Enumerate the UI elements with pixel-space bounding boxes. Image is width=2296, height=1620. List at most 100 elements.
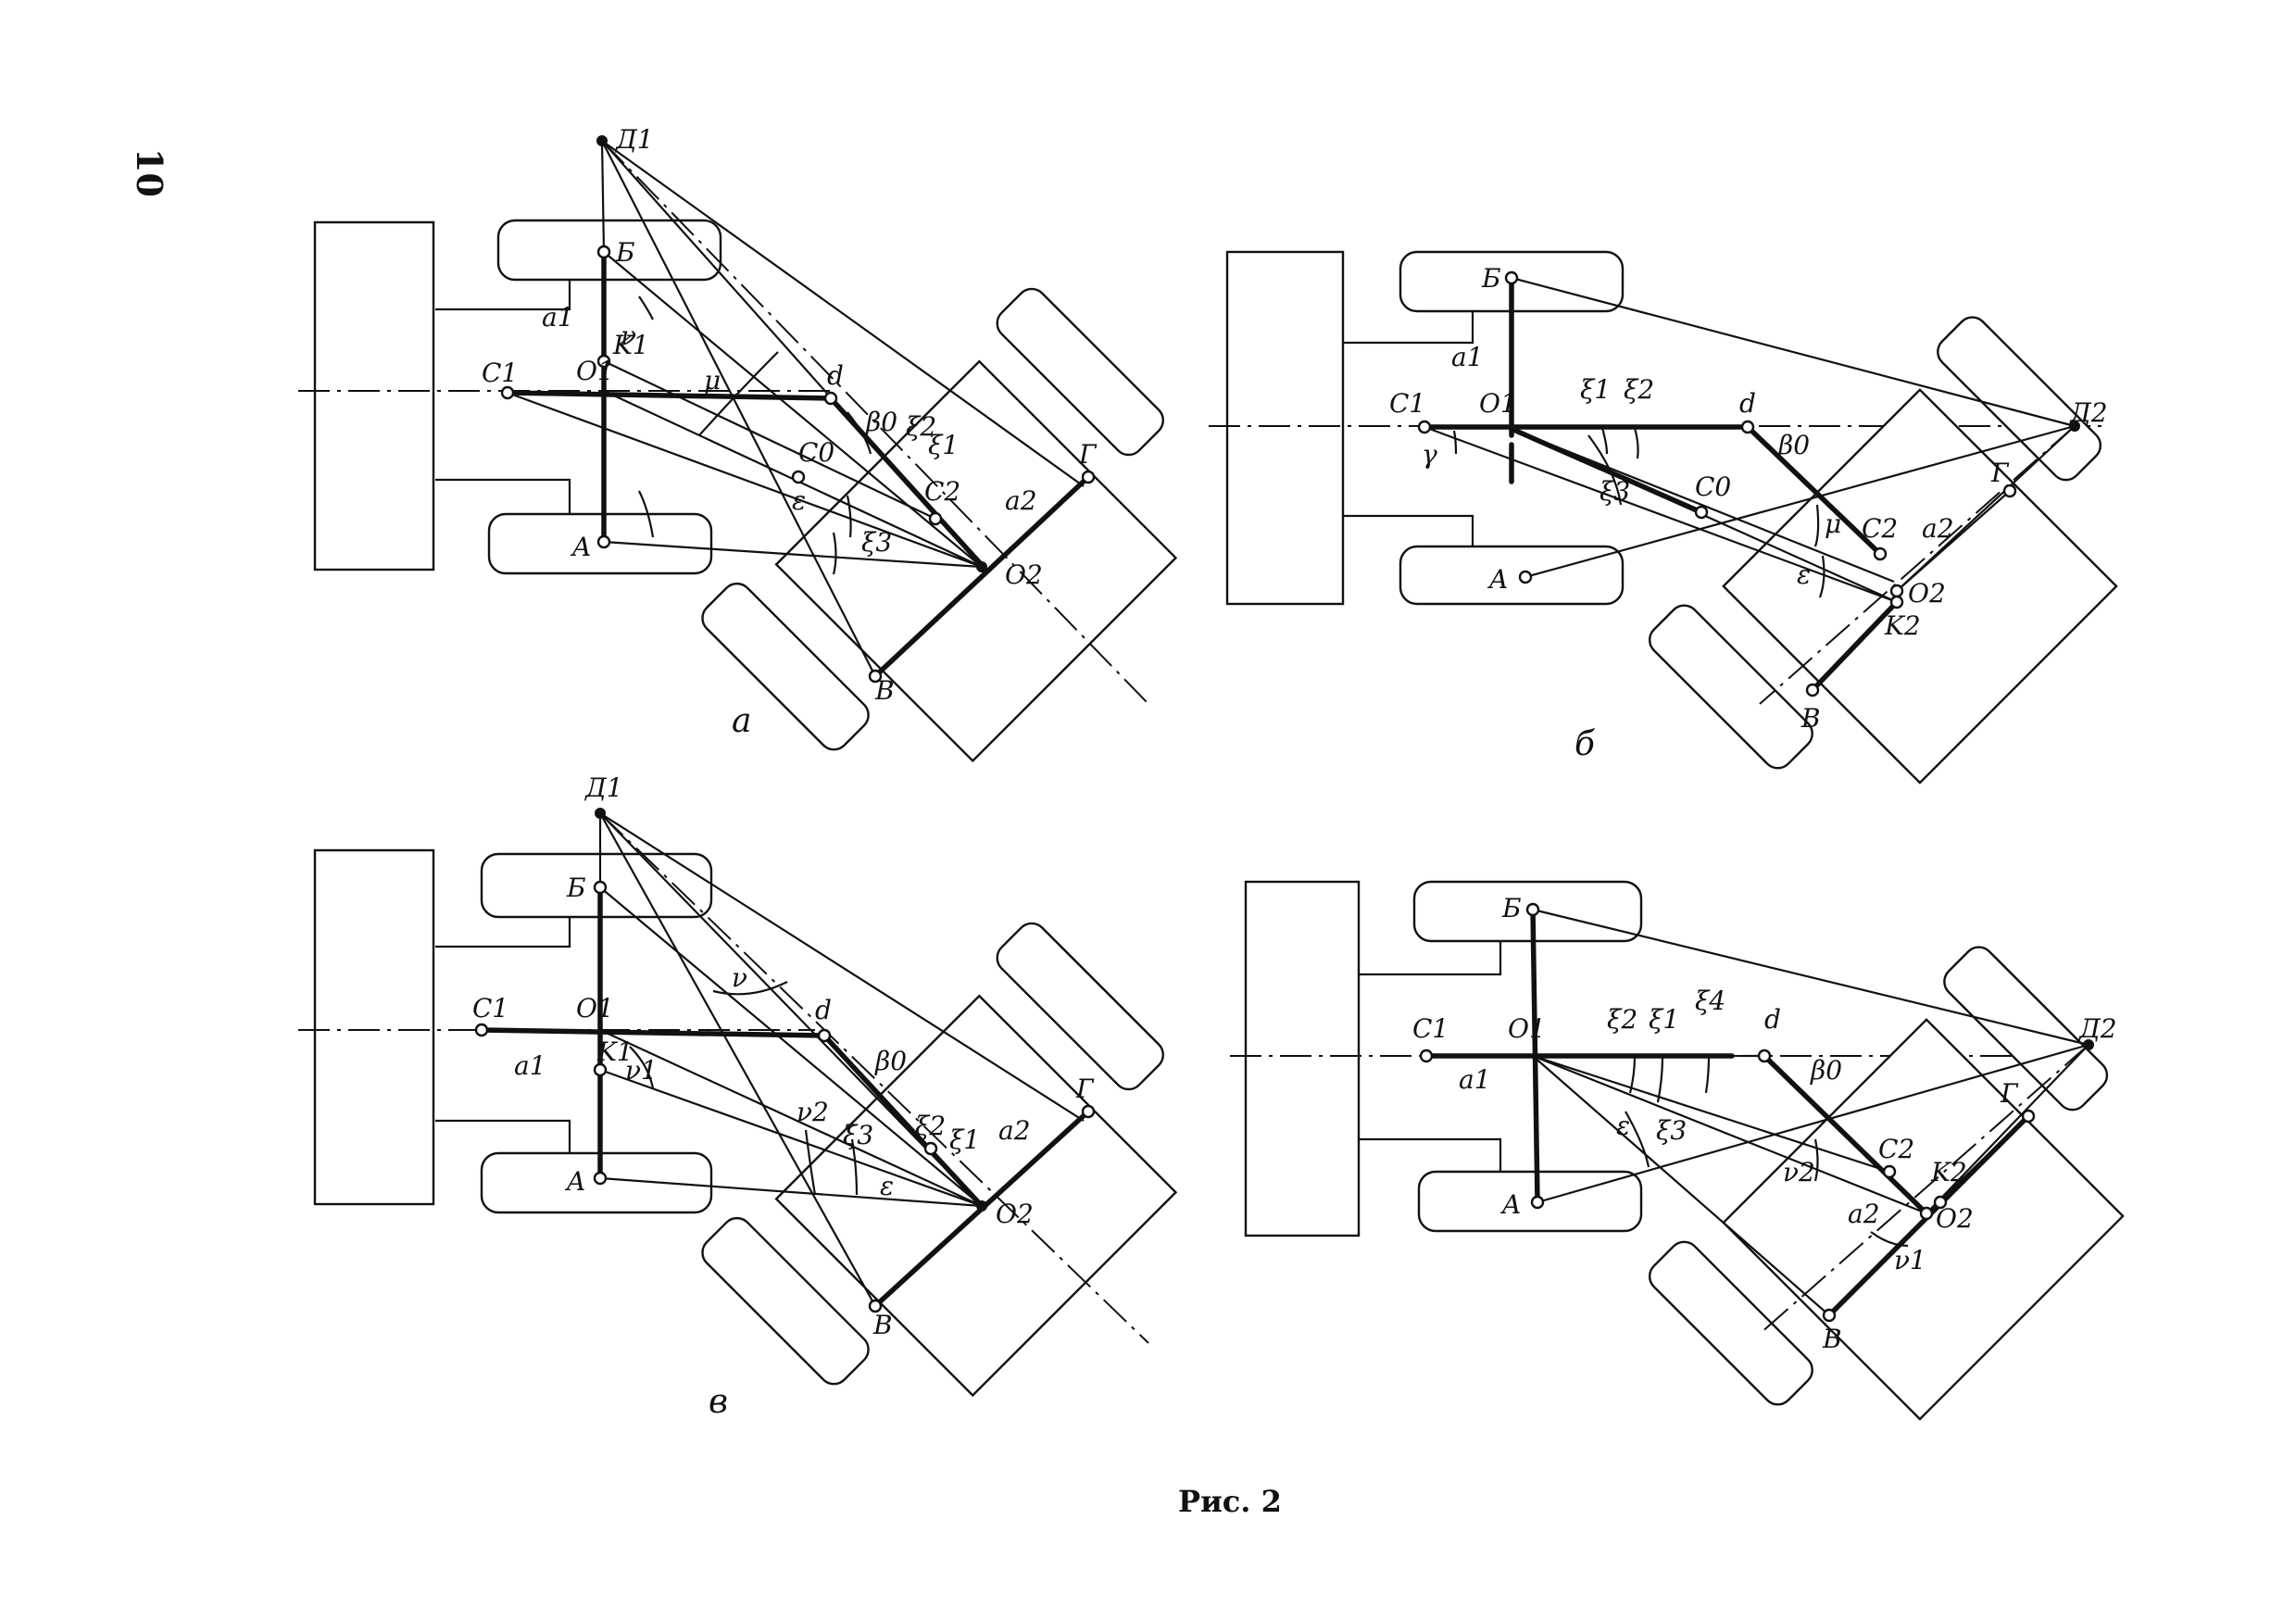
page-number: 10 [129, 148, 170, 197]
label: ξ2 [915, 1111, 946, 1141]
frame-top [1343, 311, 1474, 345]
point-G [1081, 470, 1096, 484]
tractor-body [313, 848, 435, 1206]
line-a-d2 [1524, 424, 2076, 579]
arc-xi3 [850, 1138, 859, 1196]
arc-xi3 [1587, 434, 1623, 506]
label: d [827, 360, 844, 391]
point-d [823, 391, 838, 406]
label: O1 [1479, 388, 1517, 419]
line-o2-g [1896, 490, 2011, 592]
line-c1-o2 [507, 391, 983, 569]
line-k1-o2 [599, 1068, 983, 1208]
label: ξ2 [906, 411, 936, 442]
frame-bottom [1359, 1137, 1502, 1172]
label: Б [1481, 263, 1501, 294]
point-B-top [593, 880, 608, 895]
label: K2 [1884, 610, 1921, 641]
tractor-body [1244, 880, 1361, 1237]
label: ξ1 [1649, 1004, 1679, 1035]
bar-d-o2 [1762, 1053, 1929, 1216]
rear-wheel-bottom [1648, 604, 1813, 770]
label: O2 [996, 1199, 1034, 1229]
line-c1-k2 [1424, 425, 1898, 604]
label: ν1 [625, 1055, 658, 1086]
label: C2 [924, 476, 960, 507]
front-wheel-bottom [1399, 545, 1625, 606]
label: ξ1 [949, 1124, 980, 1155]
label: A [570, 532, 591, 562]
label: a2 [1848, 1199, 1880, 1229]
point-G [2002, 483, 2017, 498]
point-A [596, 534, 611, 549]
frame-bottom [435, 1119, 571, 1153]
label: ξ3 [861, 527, 892, 558]
arc-xi3 [1625, 1111, 1650, 1168]
label: C1 [1389, 388, 1425, 419]
label: ν1 [1894, 1245, 1926, 1275]
label: C2 [1862, 513, 1898, 544]
trailer [701, 922, 1178, 1398]
arc-gamma [1452, 430, 1458, 455]
trailer-body [1722, 388, 2118, 785]
label: Д2 [2068, 397, 2108, 428]
arc-nu [638, 295, 654, 320]
point-G [1081, 1104, 1096, 1119]
drawbar-link [479, 1027, 827, 1038]
line-b-d2 [1511, 276, 2076, 428]
label: K1 [612, 330, 649, 360]
figure-caption: Рис. 2 [1178, 1484, 1282, 1519]
label: ξ1 [928, 430, 959, 460]
line-a-d2 [1537, 1043, 2089, 1204]
point-V [1822, 1308, 1837, 1323]
label: a1 [542, 302, 574, 333]
label: Д1 [583, 772, 623, 803]
rear-wheel-bottom [701, 582, 870, 751]
label: Д2 [2077, 1013, 2117, 1044]
label: γ [1422, 439, 1437, 470]
point-K2 [1889, 595, 1904, 609]
frame-top [435, 280, 571, 311]
trailer-axis [601, 140, 1149, 705]
tractor-body [1225, 250, 1345, 606]
label: Б [1501, 893, 1522, 923]
point-d [817, 1028, 832, 1043]
arc-nu2 [804, 1129, 817, 1196]
rear-wheel-bottom [1648, 1240, 1813, 1406]
label: ν [621, 320, 636, 351]
trailer-axis [1759, 425, 2076, 705]
point-V [868, 669, 883, 684]
label: ν [732, 962, 747, 993]
label: μ [1825, 509, 1841, 539]
label: Б [615, 237, 635, 268]
label: ν2 [797, 1097, 829, 1127]
arc-xi2 [1628, 1055, 1637, 1094]
label: Г [1075, 1074, 1095, 1104]
label: O1 [576, 993, 614, 1023]
trailer-axis [1759, 1044, 2089, 1335]
label: β0 [1810, 1055, 1842, 1086]
point-C0 [1694, 505, 1709, 520]
label: ξ3 [843, 1120, 873, 1150]
point-D2 [2083, 1039, 2094, 1050]
label: ε [1616, 1111, 1630, 1141]
label: B [872, 1310, 893, 1340]
point-K2 [1933, 1195, 1948, 1210]
label: C1 [1412, 1013, 1449, 1044]
arc-xi3 [832, 532, 837, 575]
tractor-body [313, 220, 435, 571]
label: d [1739, 388, 1756, 419]
line-d1-o2 [599, 812, 983, 1207]
arc-mu [1813, 504, 1820, 547]
rear-axle-link [872, 474, 1091, 679]
label: a1 [514, 1050, 546, 1081]
label: K1 [596, 1036, 634, 1067]
label: C2 [1878, 1134, 1914, 1164]
line-o1-o2b [1511, 427, 1895, 584]
point-d [1740, 420, 1755, 434]
label: O1 [576, 356, 614, 386]
point-D1 [596, 135, 608, 146]
panel-caption: в [709, 1383, 728, 1421]
point-A [1518, 570, 1533, 584]
